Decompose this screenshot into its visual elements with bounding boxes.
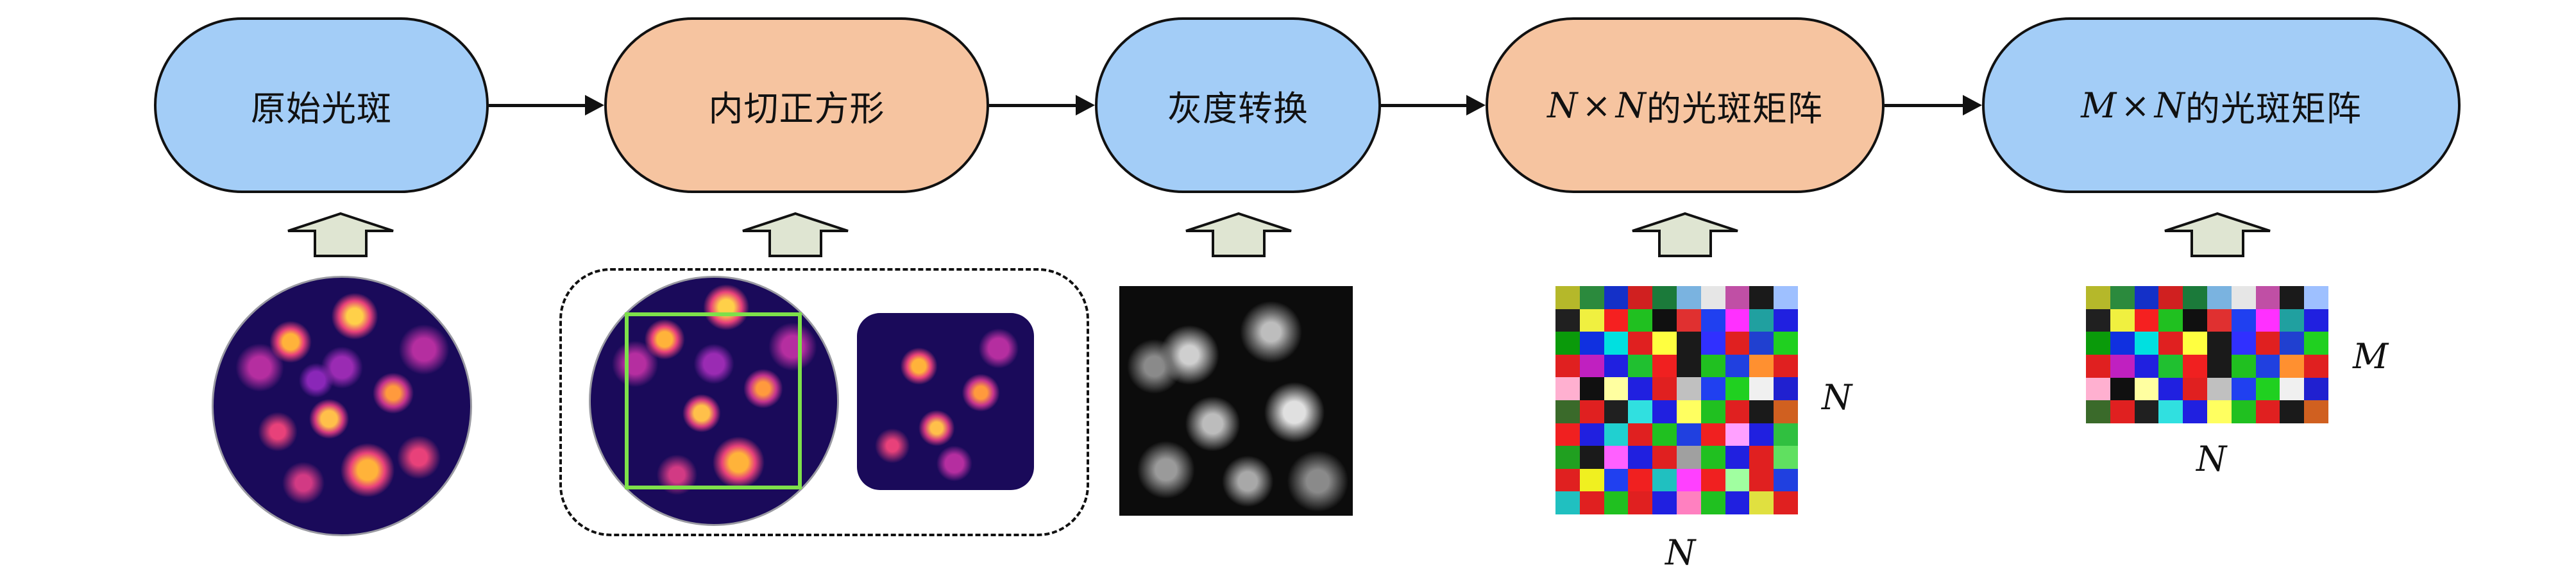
arrow-1-line — [489, 104, 585, 107]
mxn-dim-right: M — [2353, 336, 2389, 377]
arrow-3-line — [1381, 104, 1466, 107]
cropped-speckle-square — [857, 313, 1034, 490]
up-arrow-4 — [1632, 212, 1738, 257]
node-mxn-var1: M — [2081, 85, 2117, 126]
mxn-color-matrix — [2086, 286, 2328, 423]
node-nxn-rest: 的光斑矩阵 — [1646, 88, 1823, 129]
grayscale-speckle-image — [1119, 286, 1353, 516]
arrow-4-line — [1885, 104, 1963, 107]
arrow-4-head — [1963, 95, 1982, 115]
inscribed-group-frame — [559, 268, 1089, 536]
arrow-1-head — [585, 95, 604, 115]
node-mxn-rest: 的光斑矩阵 — [2185, 88, 2362, 129]
inscribed-square-outline — [625, 312, 802, 489]
speckle-image-with-square — [589, 276, 839, 526]
node-grayscale-label: 灰度转换 — [1167, 88, 1309, 129]
node-grayscale: 灰度转换 — [1095, 17, 1381, 193]
nxn-color-matrix — [1555, 286, 1798, 514]
node-original-speckle: 原始光斑 — [154, 17, 489, 193]
arrow-2-head — [1076, 95, 1095, 115]
node-mxn-matrix: M × N 的光斑矩阵 — [1982, 17, 2461, 193]
up-arrow-5 — [2164, 212, 2271, 257]
node-nxn-var2: N — [1615, 85, 1647, 126]
node-mxn-var2: N — [2154, 85, 2185, 126]
up-arrow-3 — [1185, 212, 1292, 257]
node-nxn-matrix: N × N 的光斑矩阵 — [1486, 17, 1885, 193]
arrow-2-line — [989, 104, 1076, 107]
arrow-3-head — [1466, 95, 1486, 115]
node-inscribed-square: 内切正方形 — [604, 17, 989, 193]
nxn-dim-right: N — [1822, 377, 1852, 418]
node-inscribed-square-label: 内切正方形 — [708, 88, 885, 129]
node-mxn-times: × — [2121, 85, 2151, 126]
mxn-dim-bottom: N — [2196, 439, 2227, 479]
up-arrow-1 — [287, 212, 394, 257]
up-arrow-2 — [742, 212, 849, 257]
node-nxn-times: × — [1582, 85, 1612, 126]
node-original-speckle-label: 原始光斑 — [251, 88, 392, 129]
node-nxn-var1: N — [1547, 85, 1579, 126]
speckle-image-circle — [212, 276, 472, 536]
nxn-dim-bottom: N — [1665, 532, 1696, 573]
